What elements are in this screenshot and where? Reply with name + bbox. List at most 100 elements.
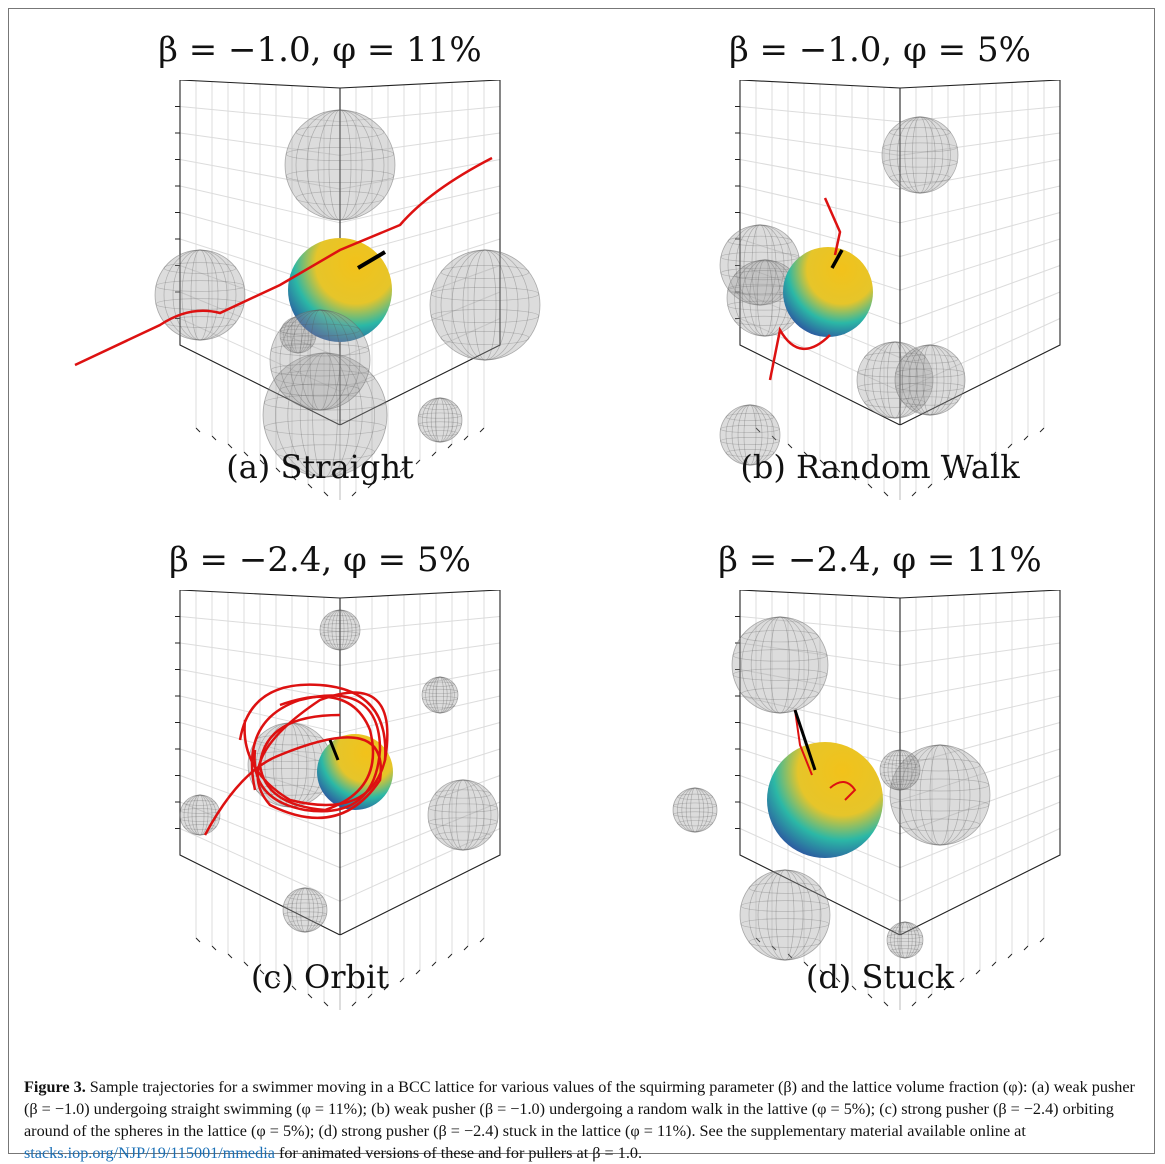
grid-line — [899, 238, 1061, 291]
tick-mark — [195, 427, 201, 433]
tick-mark — [835, 467, 841, 473]
obstacle-sphere — [429, 249, 541, 361]
tick-mark — [1039, 937, 1045, 943]
trajectory-line — [203, 691, 389, 836]
tick-mark — [787, 953, 793, 959]
tick-mark — [211, 435, 217, 441]
grid-line — [899, 801, 1061, 869]
obstacle-sphere — [672, 787, 718, 833]
grid-line — [899, 265, 1061, 325]
tick-mark — [819, 459, 825, 465]
tick-mark — [323, 1001, 329, 1007]
grid-line — [179, 775, 341, 835]
panel-a-label: (a) Straight — [226, 448, 414, 486]
tick-mark — [959, 467, 965, 473]
tick-mark — [927, 483, 933, 489]
box-edge — [179, 590, 341, 599]
obstacle-sphere — [179, 794, 221, 836]
tick-mark — [323, 491, 329, 497]
panel-d-label: (d) Stuck — [805, 958, 955, 996]
tick-mark — [943, 985, 949, 991]
box-edge — [739, 590, 901, 599]
tick-mark — [227, 953, 233, 959]
tick-mark — [351, 491, 357, 497]
trajectory-line — [794, 709, 857, 801]
tick-mark — [259, 459, 265, 465]
obstacle-sphere — [262, 352, 388, 478]
box-edge — [899, 590, 1061, 599]
grid-line — [179, 801, 341, 869]
panel-c-title: β = −2.4, φ = 5% — [169, 540, 471, 580]
box-edge — [899, 80, 1061, 89]
tick-mark — [1023, 435, 1029, 441]
obstacle-sphere — [282, 887, 328, 933]
tick-mark — [819, 969, 825, 975]
grid-line — [739, 212, 901, 257]
tick-mark — [415, 969, 421, 975]
grid-line — [179, 722, 341, 767]
tick-mark — [975, 969, 981, 975]
caption-label: Figure 3. — [24, 1078, 86, 1096]
tick-mark — [275, 977, 281, 983]
tick-mark — [227, 443, 233, 449]
tick-mark — [447, 443, 453, 449]
grid-line — [899, 722, 1061, 767]
obstacle-sphere — [417, 397, 463, 443]
tick-mark — [195, 937, 201, 943]
tick-mark — [975, 459, 981, 465]
grid-line — [339, 801, 501, 869]
grid-line — [899, 212, 1061, 257]
panel-d-plot — [672, 590, 1061, 1010]
tick-mark — [927, 993, 933, 999]
box-edge — [339, 80, 501, 89]
caption-link[interactable]: stacks.iop.org/NJP/19/115001/mmedia — [24, 1144, 275, 1162]
box-edge — [179, 80, 341, 89]
tick-mark — [771, 435, 777, 441]
tick-mark — [911, 491, 917, 497]
panel-b: β = −1.0, φ = 5% (b) Random Walk — [600, 30, 1160, 530]
tick-mark — [851, 475, 857, 481]
tick-mark — [291, 475, 297, 481]
obstacle-sphere — [731, 616, 829, 714]
tick-mark — [835, 977, 841, 983]
panel-d-title: β = −2.4, φ = 11% — [718, 540, 1042, 580]
tick-mark — [479, 937, 485, 943]
figure-caption: Figure 3. Sample trajectories for a swim… — [24, 1076, 1144, 1164]
tick-mark — [1039, 427, 1045, 433]
grid-line — [339, 775, 501, 835]
box-edge — [339, 590, 501, 599]
swimmer-direction — [356, 250, 387, 270]
trajectory-line — [258, 695, 375, 812]
grid-line — [899, 828, 1061, 902]
grid-line — [739, 318, 901, 392]
tick-mark — [991, 451, 997, 457]
tick-mark — [479, 427, 485, 433]
tick-mark — [307, 483, 313, 489]
swimmer-direction — [328, 739, 340, 761]
grid-line — [179, 828, 341, 902]
obstacle-sphere — [879, 749, 921, 791]
panel-b-label: (b) Random Walk — [740, 448, 1020, 486]
obstacle-sphere — [427, 779, 499, 851]
obstacle-sphere — [319, 609, 361, 651]
tick-mark — [755, 937, 761, 943]
grid-line — [899, 748, 1061, 801]
grid-line — [179, 291, 341, 359]
obstacle-sphere — [421, 676, 459, 714]
panel-c: β = −2.4, φ = 5% (c) Orbit — [40, 540, 600, 1040]
tick-mark — [1007, 443, 1013, 449]
grid-line — [899, 318, 1061, 392]
swimmer-sphere — [767, 742, 883, 858]
tick-mark — [771, 945, 777, 951]
tick-mark — [399, 977, 405, 983]
grid-line — [899, 291, 1061, 359]
grid-line — [179, 318, 341, 392]
tick-mark — [1023, 945, 1029, 951]
grid-line — [739, 828, 901, 902]
swimmer-sphere — [783, 247, 873, 337]
tick-mark — [911, 1001, 917, 1007]
tick-mark — [383, 985, 389, 991]
tick-mark — [867, 993, 873, 999]
grid-line — [339, 828, 501, 902]
obstacle-sphere — [886, 921, 924, 959]
